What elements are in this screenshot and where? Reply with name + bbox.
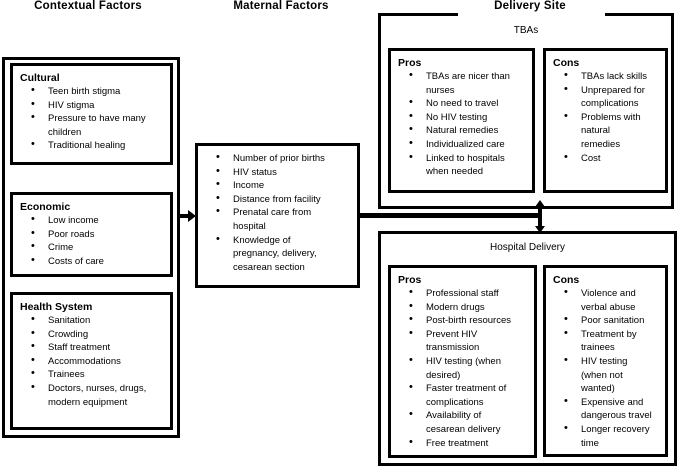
arrow-head-up-icon: [535, 200, 545, 207]
tbas-cons-title: Cons: [553, 57, 580, 69]
cultural-box: Cultural Teen birth stigmaHIV stigmaPres…: [10, 63, 173, 165]
list-item: Doctors, nurses, drugs, modern equipment: [13, 381, 166, 409]
list-item: Prenatal care from hospital: [198, 205, 353, 233]
list-item: Teen birth stigma: [13, 84, 166, 99]
list-item: Costs of care: [13, 254, 166, 269]
tbas-pros-list: TBAs are nicer than nursesNo need to tra…: [391, 69, 532, 179]
cultural-box-title: Cultural: [20, 72, 60, 84]
economic-list: Low incomePoor roadsCrimeCosts of care: [13, 213, 170, 269]
list-item: Low income: [13, 213, 166, 228]
hospital-delivery-section-box: Hospital Delivery: [378, 231, 677, 466]
cultural-list: Teen birth stigmaHIV stigmaPressure to h…: [13, 84, 170, 153]
tbas-label: TBAs: [513, 25, 539, 36]
list-item: Accommodations: [13, 354, 166, 369]
list-item: Distance from facility: [198, 192, 353, 207]
tbas-pros-box: Pros TBAs are nicer than nursesNo need t…: [388, 48, 535, 193]
list-item: Cost: [546, 151, 661, 166]
list-item: Treatment by trainees: [546, 327, 661, 355]
hospital-pros-box: Pros Professional staffModern drugsPost-…: [388, 265, 537, 458]
arrow-head-down-icon: [535, 226, 545, 233]
list-item: Knowledge of pregnancy, delivery, cesare…: [198, 233, 353, 275]
list-item: HIV testing (when not wanted): [546, 354, 661, 396]
list-item: Poor roads: [13, 227, 166, 242]
arrow-vertical-shaft: [538, 206, 542, 227]
tbas-section-box: TBAs: [378, 13, 674, 209]
list-item: Modern drugs: [391, 300, 530, 315]
list-item: Linked to hospitals when needed: [391, 151, 528, 179]
economic-box: Economic Low incomePoor roadsCrimeCosts …: [10, 192, 173, 277]
delivery-site-header: Delivery Site: [494, 0, 566, 12]
list-item: Problems with natural remedies: [546, 110, 661, 152]
list-item: No need to travel: [391, 96, 528, 111]
list-item: TBAs lack skills: [546, 69, 661, 84]
list-item: Staff treatment: [13, 340, 166, 355]
list-item: Prevent HIV transmission: [391, 327, 530, 355]
tbas-cons-box: Cons TBAs lack skillsUnprepared for comp…: [543, 48, 668, 193]
arrow-shaft: [360, 213, 540, 218]
list-item: TBAs are nicer than nurses: [391, 69, 528, 97]
arrow-shaft: [180, 214, 189, 218]
top-border-gap: [458, 13, 605, 16]
contextual-factors-header: Contextual Factors: [34, 0, 142, 12]
contextual-factors-group-box: [2, 57, 180, 438]
list-item: Poor sanitation: [546, 313, 661, 328]
hospital-cons-list: Violence and verbal abusePoor sanitation…: [546, 286, 665, 450]
hospital-pros-title: Pros: [398, 274, 422, 286]
health-system-list: SanitationCrowdingStaff treatmentAccommo…: [13, 313, 170, 409]
list-item: Faster treatment of complications: [391, 381, 530, 409]
list-item: Expensive and dangerous travel: [546, 395, 661, 423]
list-item: Availability of cesarean delivery: [391, 408, 530, 436]
list-item: Traditional healing: [13, 138, 166, 153]
list-item: Income: [198, 178, 353, 193]
list-item: Free treatment: [391, 436, 530, 451]
list-item: Unprepared for complications: [546, 83, 661, 111]
tbas-cons-list: TBAs lack skillsUnprepared for complicat…: [546, 69, 665, 166]
arrow-head-icon: [188, 210, 196, 222]
health-system-box: Health System SanitationCrowdingStaff tr…: [10, 292, 173, 430]
maternal-factors-box: Number of prior birthsHIV statusIncomeDi…: [195, 143, 360, 288]
list-item: Natural remedies: [391, 123, 528, 138]
list-item: HIV status: [198, 165, 353, 180]
list-item: Individualized care: [391, 137, 528, 152]
hospital-cons-title: Cons: [553, 274, 580, 286]
hospital-pros-list: Professional staffModern drugsPost-birth…: [391, 286, 534, 451]
list-item: Professional staff: [391, 286, 530, 301]
list-item: Sanitation: [13, 313, 166, 328]
list-item: Crime: [13, 240, 166, 255]
list-item: Crowding: [13, 327, 166, 342]
list-item: HIV stigma: [13, 98, 166, 113]
list-item: Pressure to have many children: [13, 111, 166, 139]
list-item: HIV testing (when desired): [391, 354, 530, 382]
list-item: No HIV testing: [391, 110, 528, 125]
list-item: Trainees: [13, 367, 166, 382]
list-item: Longer recovery time: [546, 422, 661, 450]
list-item: Number of prior births: [198, 151, 353, 166]
list-item: Violence and verbal abuse: [546, 286, 661, 314]
health-system-box-title: Health System: [20, 301, 93, 313]
maternal-factors-header: Maternal Factors: [233, 0, 329, 12]
tbas-pros-title: Pros: [398, 57, 422, 69]
maternal-factors-list: Number of prior birthsHIV statusIncomeDi…: [198, 151, 357, 275]
hospital-delivery-label: Hospital Delivery: [489, 242, 566, 253]
economic-box-title: Economic: [20, 201, 71, 213]
list-item: Post-birth resources: [391, 313, 530, 328]
hospital-cons-box: Cons Violence and verbal abusePoor sanit…: [543, 265, 668, 457]
